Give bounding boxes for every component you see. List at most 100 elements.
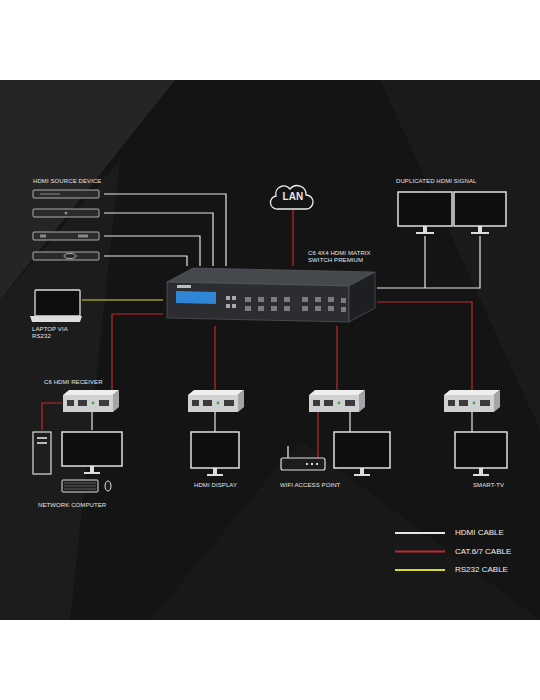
gamepad-symbol — [64, 253, 76, 258]
tv-stand — [479, 468, 483, 474]
monitor-base — [471, 232, 489, 234]
hdmi-receiver-icon — [309, 390, 365, 412]
laptop-screen — [35, 290, 80, 316]
receiver-ports — [192, 400, 234, 406]
receiver-side — [113, 390, 119, 412]
node-label: HDMI SOURCE DEVICE — [33, 178, 101, 185]
smart-tv-group: SMART-TV — [443, 390, 507, 492]
monitor-base — [207, 474, 223, 476]
lcd-display — [176, 291, 216, 304]
cable-line — [292, 210, 293, 266]
cable-line — [104, 236, 200, 266]
monitor-stand — [423, 226, 427, 232]
node-label: HDMI DISPLAY — [194, 482, 237, 489]
cable-line — [377, 302, 472, 390]
pc-tower-detail — [37, 437, 47, 444]
node-label: SMART-TV — [473, 482, 504, 489]
monitor-screen — [454, 192, 506, 226]
monitor-screen — [334, 432, 390, 468]
laptop: LAPTOP VIA RS232 — [30, 290, 82, 352]
matrix-side-face — [349, 272, 375, 322]
node-label: LAPTOP VIA RS232 — [32, 326, 80, 340]
cable-line — [104, 256, 187, 266]
hdmi-receiver: C6 HDMI RECEIVER — [62, 390, 122, 412]
receiver-ports — [448, 400, 490, 406]
source-device — [33, 190, 99, 198]
lan-cloud: LAN — [270, 185, 316, 210]
front-logo — [177, 285, 191, 288]
laptop-base — [30, 316, 82, 322]
tv-screen — [455, 432, 507, 468]
cable-line — [42, 403, 62, 430]
receiver-side — [359, 390, 365, 412]
source-device — [33, 232, 99, 240]
cable-line — [377, 236, 480, 288]
node-label: NETWORK COMPUTER — [38, 502, 106, 509]
legend-label: HDMI CABLE — [455, 528, 504, 537]
light-shard — [0, 160, 120, 620]
keyboard-keys — [64, 483, 96, 489]
monitor-base — [84, 472, 100, 474]
monitor-stand — [360, 468, 364, 474]
device-button — [65, 212, 68, 215]
node-label: DUPLICATED HDMI SIGNAL — [396, 178, 476, 185]
mouse — [105, 481, 111, 491]
status-led — [338, 402, 341, 405]
hdmi-receiver-icon — [63, 390, 119, 412]
legend-row: HDMI CABLE — [455, 524, 511, 543]
legend-sample-line — [395, 551, 445, 553]
cable-line — [82, 299, 163, 300]
source-device — [33, 252, 99, 260]
matrix-front-face — [167, 282, 349, 322]
duplicate-display-group: DUPLICATED HDMI SIGNAL — [396, 178, 508, 236]
router-antenna — [287, 446, 288, 458]
node-label: WIFI ACCESS POINT — [280, 482, 340, 489]
receiver-side — [494, 390, 500, 412]
node-label: C6 4X4 HDMI MATRIX SWITCH PREMIUM — [308, 250, 384, 264]
dark-panel — [0, 80, 540, 620]
monitor-base — [416, 232, 434, 234]
hdmi-receiver-icon — [444, 390, 500, 412]
status-led — [473, 402, 476, 405]
receiver-front — [444, 395, 494, 412]
source-device — [33, 209, 99, 217]
cable-line — [104, 194, 226, 266]
router-lights — [306, 463, 318, 465]
monitor-screen — [191, 432, 239, 468]
receiver-ports — [313, 400, 355, 406]
cable-line — [214, 326, 215, 390]
hdmi-receiver-icon — [188, 390, 244, 412]
receiver-ports — [67, 400, 109, 406]
status-led — [217, 402, 220, 405]
light-shard — [380, 80, 540, 430]
hdmi-wire — [471, 412, 472, 432]
legend-row: CAT.6/7 CABLE — [455, 543, 511, 562]
monitor-stand — [478, 226, 482, 232]
device-slot — [40, 194, 60, 195]
monitor-stand — [213, 468, 217, 474]
status-led — [92, 402, 95, 405]
node-label: LAN — [270, 185, 316, 209]
legend-label: RS232 CABLE — [455, 565, 508, 574]
legend-sample-line — [395, 569, 445, 571]
router-body — [281, 458, 325, 470]
cable-line — [104, 213, 213, 266]
hdmi-wire — [349, 412, 350, 432]
receiver-side — [238, 390, 244, 412]
monitor-stand — [90, 466, 94, 472]
keyboard — [62, 480, 98, 492]
monitor-screen — [62, 432, 122, 466]
legend-sample-line — [395, 532, 445, 534]
monitor-base — [354, 474, 370, 476]
receiver-front — [188, 395, 238, 412]
source-device-group: HDMI SOURCE DEVICE — [33, 178, 104, 262]
cat-wire — [317, 412, 318, 458]
monitor-screen — [398, 192, 452, 226]
legend: HDMI CABLE CAT.6/7 CABLE RS232 CABLE — [455, 524, 511, 580]
receiver-front — [309, 395, 359, 412]
